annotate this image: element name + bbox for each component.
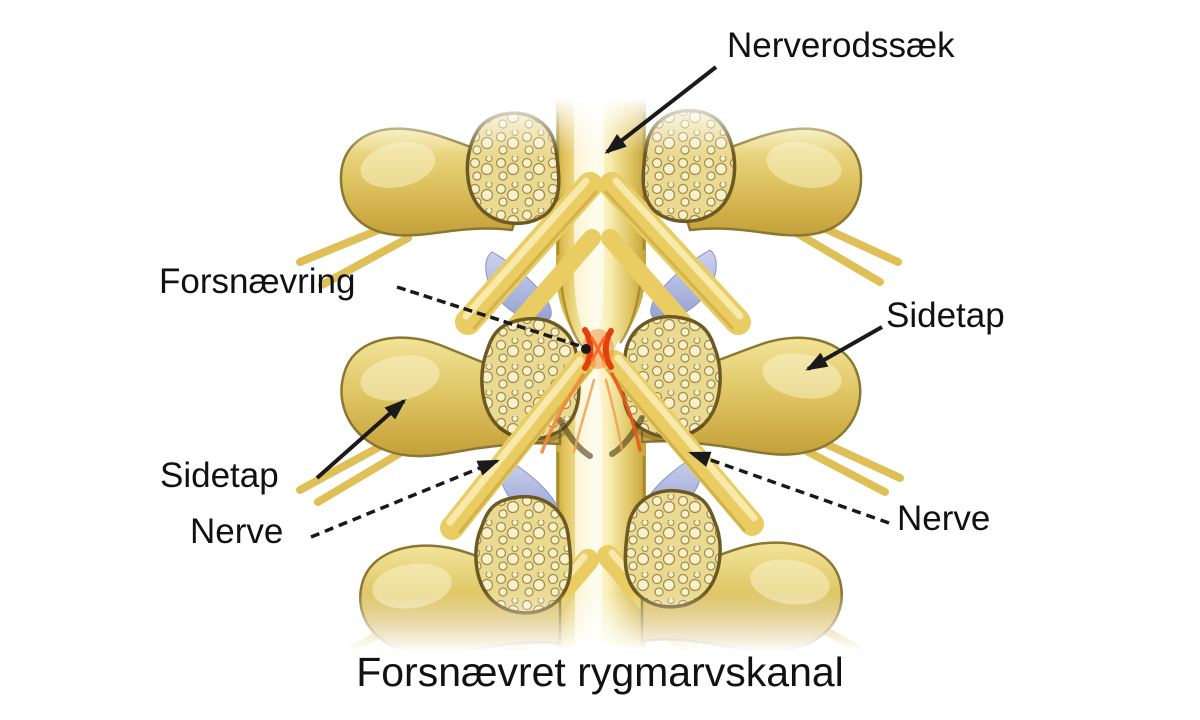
nerve-root-sac-arrow xyxy=(604,65,718,154)
nerve-right-arrow xyxy=(688,451,890,525)
top-fade xyxy=(285,96,915,154)
label-nerve-left: Nerve xyxy=(190,512,284,551)
label-side-process-left: Sidetap xyxy=(160,456,279,495)
side-process-right-arrow xyxy=(805,325,883,371)
bottom-fade xyxy=(285,592,915,662)
leader-arrows xyxy=(310,65,890,539)
side-process-left-arrow xyxy=(315,399,407,480)
figure-title: Forsnævret rygmarvskanal xyxy=(356,649,844,695)
narrowing-leader xyxy=(396,285,591,354)
label-side-process-right: Sidetap xyxy=(886,296,1005,335)
label-nerve-root-sac: Nerverodssæk xyxy=(727,26,955,65)
label-narrowing: Forsnævring xyxy=(159,262,356,301)
nerve-left-arrow xyxy=(310,459,500,539)
label-nerve-right: Nerve xyxy=(897,499,991,538)
